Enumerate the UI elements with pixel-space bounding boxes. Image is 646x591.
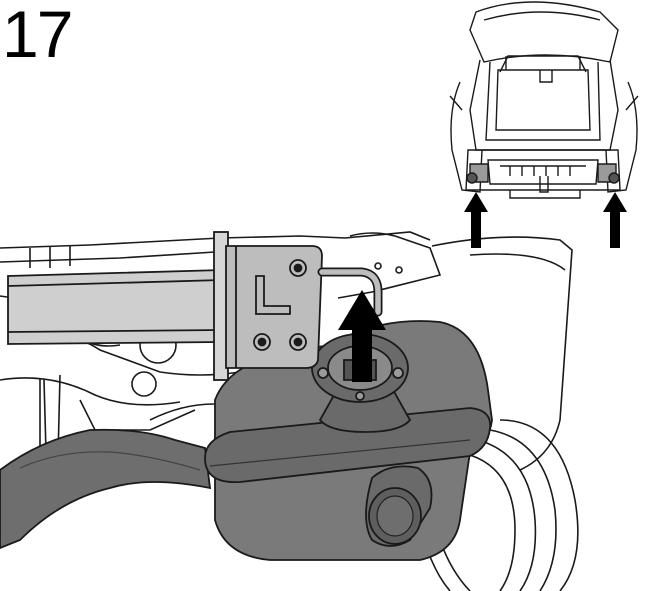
l-slot [255,275,291,315]
exhaust-pipe [0,428,212,549]
arrow-up-icon [338,290,386,382]
arrow-up-icon-inset-left [464,192,488,248]
towbar-tube [7,269,223,345]
arrow-up-icon-inset-right [603,192,627,248]
mounting-bracket [213,231,323,381]
vehicle-rear-inset [449,1,639,199]
exhaust-muffler [0,320,493,561]
hanger-rod [317,267,383,317]
step-number: 17 [2,0,73,71]
